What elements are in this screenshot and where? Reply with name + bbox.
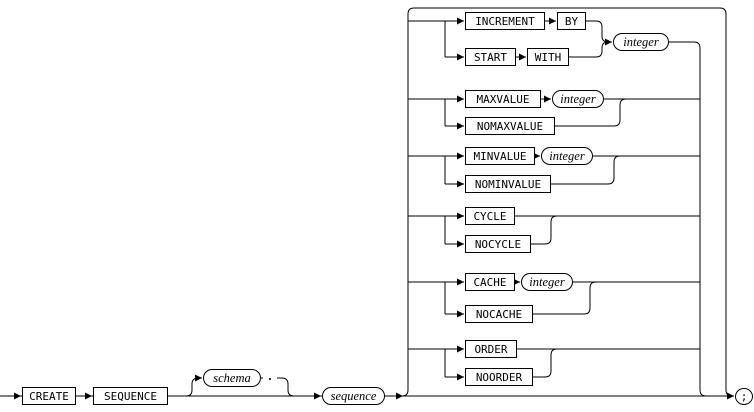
keyword-noorder: NOORDER <box>465 368 533 386</box>
keyword-sequence: SEQUENCE <box>93 387 168 405</box>
keyword-by: BY <box>557 12 586 30</box>
variable-integer-minvalue: integer <box>541 147 593 165</box>
keyword-create: CREATE <box>22 387 76 405</box>
keyword-cycle: CYCLE <box>465 207 515 225</box>
keyword-minvalue: MINVALUE <box>465 147 535 165</box>
keyword-start: START <box>465 48 516 66</box>
keyword-nocycle: NOCYCLE <box>465 235 531 253</box>
variable-schema: schema <box>203 369 261 387</box>
keyword-maxvalue: MAXVALUE <box>465 90 541 108</box>
keyword-nominvalue: NOMINVALUE <box>465 175 551 193</box>
keyword-increment: INCREMENT <box>465 12 545 30</box>
variable-sequence: sequence <box>322 387 385 405</box>
keyword-cache: CACHE <box>465 273 515 291</box>
keyword-order: ORDER <box>465 340 517 358</box>
arrowheads <box>14 17 734 400</box>
variable-integer-maxvalue: integer <box>552 90 604 108</box>
keyword-nocache: NOCACHE <box>465 305 533 323</box>
keyword-with: WITH <box>527 48 569 66</box>
variable-integer-cache: integer <box>521 273 573 291</box>
separator-dot: . <box>266 369 274 384</box>
keyword-nomaxvalue: NOMAXVALUE <box>465 117 555 135</box>
variable-integer-increment: integer <box>613 33 669 51</box>
terminator-semicolon: ; <box>735 388 753 405</box>
